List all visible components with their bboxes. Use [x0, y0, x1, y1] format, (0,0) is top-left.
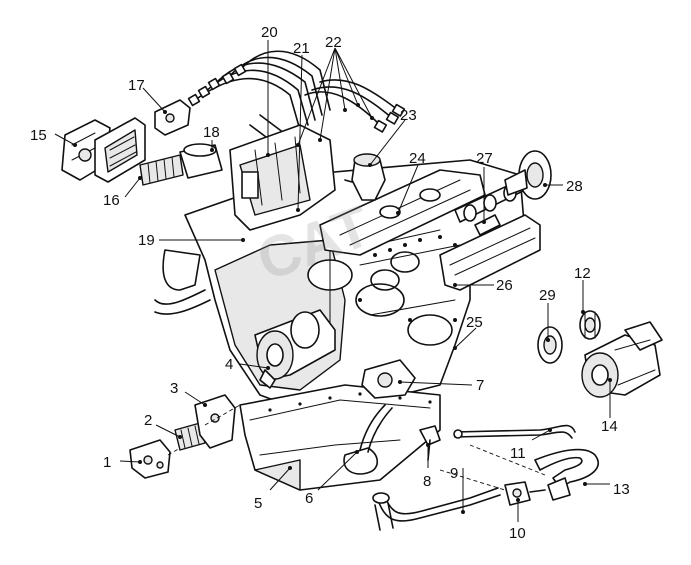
callout-8: 8 — [423, 473, 431, 490]
callout-21: 21 — [293, 40, 310, 57]
support-bracket — [194, 394, 236, 449]
leader-lines — [54, 40, 612, 522]
callout-1: 1 — [103, 454, 111, 471]
callout-23: 23 — [400, 107, 417, 124]
coolant-hose — [534, 448, 599, 501]
dipstick-tube — [453, 424, 576, 439]
callout-11: 11 — [510, 445, 526, 462]
callout-29: 29 — [539, 287, 556, 304]
callout-2: 2 — [144, 412, 152, 429]
oil-pickup — [343, 404, 393, 475]
callout-3: 3 — [170, 380, 178, 397]
callout-26: 26 — [496, 277, 513, 294]
crankshaft — [254, 309, 336, 389]
injection-pump — [229, 124, 336, 231]
pulley — [579, 310, 601, 340]
gasket-plate — [94, 117, 146, 183]
drain-pipe — [372, 487, 501, 531]
callout-19: 19 — [138, 232, 155, 249]
cam-gear — [504, 150, 552, 200]
callout-28: 28 — [566, 178, 583, 195]
callout-5: 5 — [254, 495, 262, 512]
callout-7: 7 — [476, 377, 484, 394]
engine-mount — [174, 422, 206, 451]
callout-4: 4 — [225, 356, 233, 373]
callout-16: 16 — [103, 192, 120, 209]
callout-17: 17 — [128, 77, 145, 94]
callout-27: 27 — [476, 150, 493, 167]
mount-bracket — [129, 439, 171, 479]
callout-12: 12 — [574, 265, 591, 282]
callout-22: 22 — [325, 34, 342, 51]
oil-seal — [537, 326, 563, 364]
injector — [344, 153, 386, 201]
callout-18: 18 — [203, 124, 220, 141]
pipe-fitting — [504, 481, 546, 506]
callout-24: 24 — [409, 150, 426, 167]
callout-6: 6 — [305, 490, 313, 507]
filter-element — [139, 143, 223, 186]
callout-labels: 1 2 3 4 5 6 7 8 9 10 11 12 13 14 15 16 1… — [30, 24, 630, 542]
callout-14: 14 — [601, 418, 618, 435]
oil-pump — [361, 359, 416, 399]
callout-20: 20 — [261, 24, 278, 41]
bracket-small — [154, 99, 191, 136]
assembly-guide-lines — [167, 404, 546, 491]
callout-10: 10 — [509, 525, 526, 542]
callout-15: 15 — [30, 127, 47, 144]
callout-9: 9 — [450, 465, 458, 482]
callout-25: 25 — [466, 314, 483, 331]
starter-motor — [581, 321, 663, 398]
side-cover — [439, 214, 541, 291]
cylinder-head — [319, 169, 486, 256]
callout-13: 13 — [613, 481, 630, 498]
oil-pan — [239, 384, 441, 491]
